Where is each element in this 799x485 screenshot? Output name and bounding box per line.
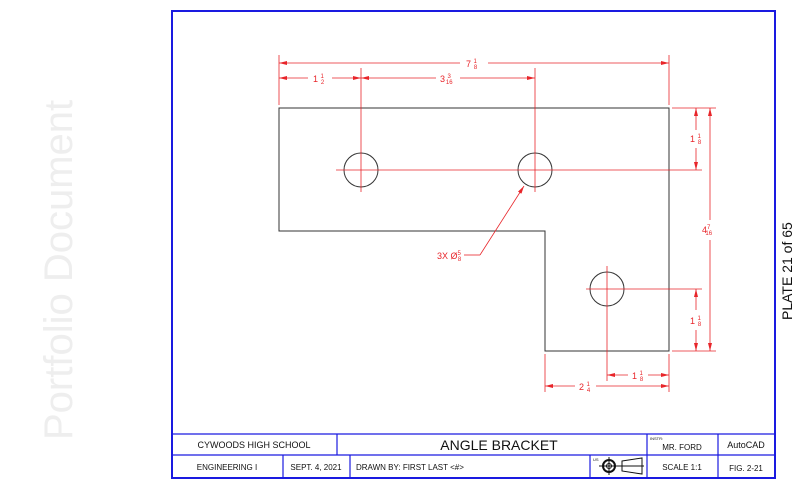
instructor-label: INSTR: xyxy=(650,436,663,441)
software: AutoCAD xyxy=(727,440,765,450)
extension-lines xyxy=(278,55,716,392)
school-name: CYWOODS HIGH SCHOOL xyxy=(197,440,310,450)
drawn-by: DRAWN BY: FIRST LAST <#> xyxy=(356,463,464,472)
third-angle-projection-icon xyxy=(599,457,644,475)
sheet-border xyxy=(171,10,776,479)
plate-label: PLATE 21 of 65 xyxy=(779,222,795,320)
title-block xyxy=(172,433,775,478)
instructor-name: MR. FORD xyxy=(662,443,702,452)
scale: SCALE 1:1 xyxy=(662,463,702,472)
figure-number: FIG. 2-21 xyxy=(729,464,763,473)
watermark: Portfolio Document xyxy=(37,100,81,440)
course: ENGINEERING I xyxy=(197,463,257,472)
dimension-lines xyxy=(279,61,712,388)
part-outline xyxy=(278,107,670,352)
drawing-title: ANGLE BRACKET xyxy=(440,437,558,453)
date: SEPT. 4, 2021 xyxy=(290,463,342,472)
projection-label: US xyxy=(593,457,599,462)
